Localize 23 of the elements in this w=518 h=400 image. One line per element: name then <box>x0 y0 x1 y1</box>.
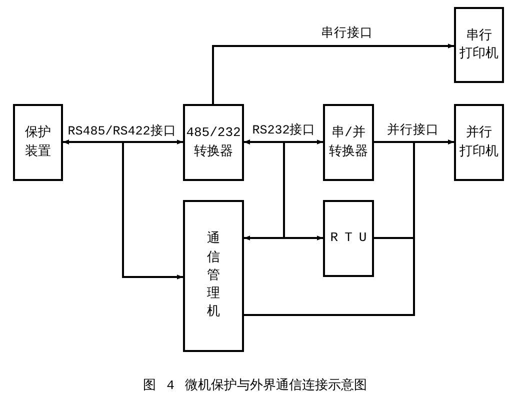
edge-label: RS232接口 <box>252 124 316 138</box>
edge-label: 串行接口 <box>321 26 373 42</box>
arrow <box>244 140 454 316</box>
device-box <box>454 7 504 83</box>
device-box <box>454 104 504 181</box>
edge-label: RS485/RS422接口 <box>68 124 176 140</box>
node-label: 通信管理机 <box>207 230 220 322</box>
edge-label: 并行接口 <box>387 124 439 138</box>
figure-caption: 图 4 微机保护与外界通信连接示意图 <box>143 378 367 394</box>
node-label: 保护装置 <box>24 124 52 160</box>
device-box <box>323 200 374 277</box>
node-label: 并行打印机 <box>459 124 499 160</box>
double-arrow <box>63 140 183 280</box>
device-box <box>183 200 244 352</box>
node-label: 串/并转换器 <box>328 124 368 160</box>
device-box <box>13 104 63 181</box>
arrow <box>212 44 454 104</box>
node-label: 485/232转换器 <box>185 124 242 160</box>
node-label: 串行打印机 <box>459 26 499 63</box>
double-arrow <box>244 140 323 240</box>
node-label: RTU <box>329 229 374 248</box>
device-box <box>323 104 374 181</box>
device-box <box>183 104 244 181</box>
